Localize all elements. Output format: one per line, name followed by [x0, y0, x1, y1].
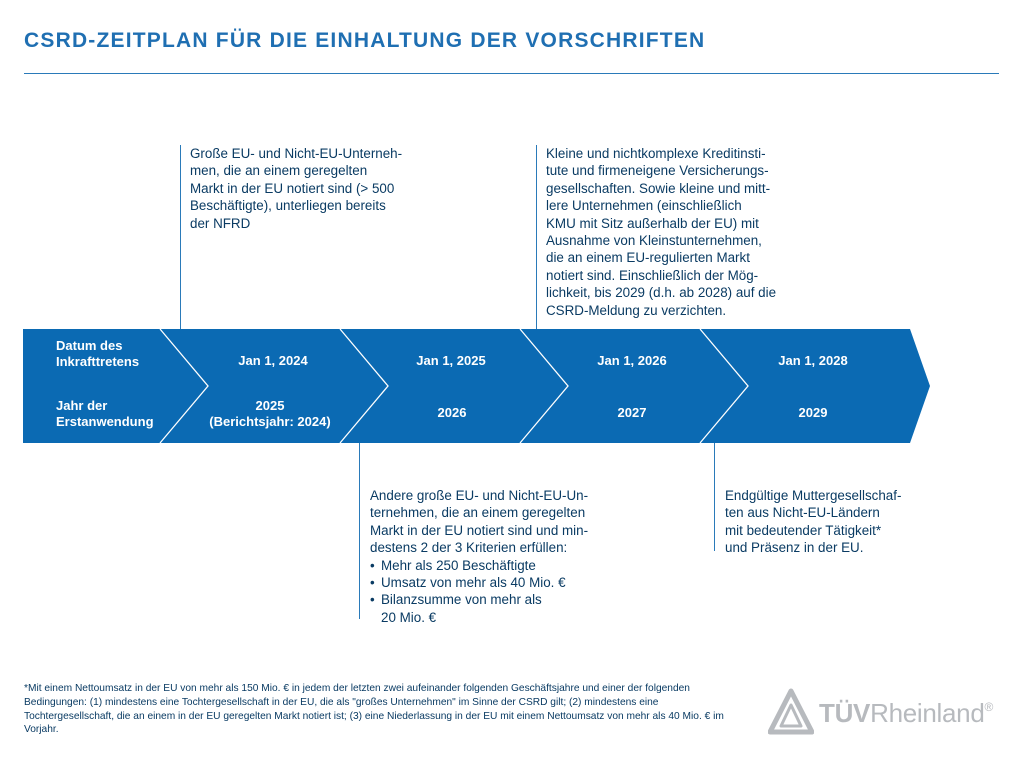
stage-4-first-application: 2029: [798, 405, 828, 420]
chevron-separator-4: [699, 328, 749, 444]
leader-line-2028: [714, 443, 715, 551]
row-label-effective-date: Datum des Inkrafttretens: [56, 338, 140, 369]
row-label-first-application: Jahr der Erstanwendung: [56, 398, 154, 429]
stage-2-first-application: 2026: [437, 405, 467, 420]
stage-3-effective-date: Jan 1, 2026: [597, 353, 667, 368]
timeline-arrow: [23, 329, 930, 443]
stage-1-first-application: 2025 (Berichtsjahr: 2024): [209, 398, 331, 429]
tuv-triangle-logo-icon: [768, 688, 814, 735]
leader-line-2025: [359, 443, 360, 619]
stage-3-first-application: 2027: [617, 405, 647, 420]
logo-tuv-text: TÜV: [819, 698, 871, 728]
leader-line-2024: [180, 145, 181, 329]
chevron-separator-1: [159, 328, 209, 444]
stage-2-effective-date: Jan 1, 2025: [416, 353, 486, 368]
note-2028-non-eu-parents: Endgültige Muttergesellschaf- ten aus Ni…: [725, 488, 902, 556]
chevron-separator-2: [339, 328, 389, 444]
footnote: *Mit einem Nettoumsatz in der EU von meh…: [24, 683, 724, 736]
note-2025-intro: Andere große EU- und Nicht-EU-Un- terneh…: [370, 488, 589, 556]
title-divider: [24, 73, 999, 74]
note-2024-large-listed-companies: Große EU- und Nicht-EU-Unterneh- men, di…: [190, 146, 403, 231]
page-title: CSRD-ZEITPLAN FÜR DIE EINHALTUNG DER VOR…: [24, 29, 706, 52]
stage-4-effective-date: Jan 1, 2028: [778, 353, 848, 368]
criteria-list: Mehr als 250 Beschäftigte Umsatz von meh…: [370, 557, 630, 627]
logo-rheinland-text: Rheinland: [870, 698, 985, 728]
stage-1-effective-date: Jan 1, 2024: [238, 353, 308, 368]
criterion-turnover: Umsatz von mehr als 40 Mio. €: [370, 574, 630, 591]
registered-mark: ®: [984, 700, 994, 714]
chevron-separator-3: [519, 328, 569, 444]
leader-line-2026: [536, 145, 537, 329]
criterion-employees: Mehr als 250 Beschäftigte: [370, 557, 630, 574]
criterion-balance-sheet: Bilanzsumme von mehr als 20 Mio. €: [370, 591, 630, 626]
logo-wordmark: TÜVRheinland®: [819, 698, 993, 729]
note-2025-other-large-companies: Andere große EU- und Nicht-EU-Un- terneh…: [370, 487, 630, 626]
tuv-rheinland-logo: TÜVRheinland®: [766, 688, 1006, 740]
note-2026-smes-and-small-institutions: Kleine und nichtkomplexe Kreditinsti- tu…: [546, 146, 777, 318]
